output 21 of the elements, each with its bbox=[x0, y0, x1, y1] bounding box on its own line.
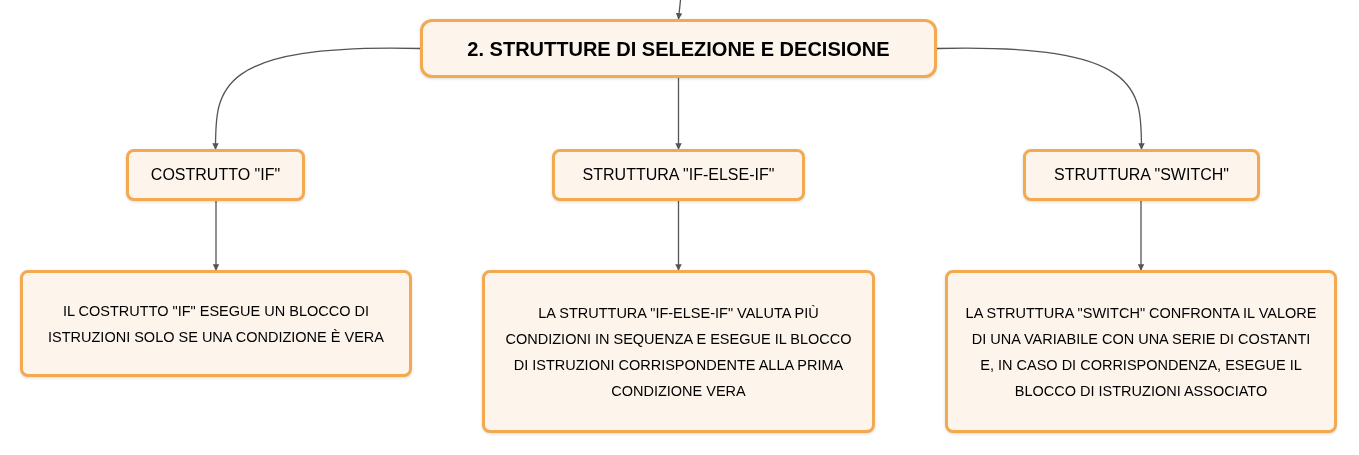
node-text: LA STRUTTURA "SWITCH" CONFRONTA IL VALORE DI UNA VARIABILE CON UNA SERIE DI COSTANTI E, IN CASO DI CORRISPONDENZA, ESEGUE IL BLOCCO DI ISTRUZIONI ASSOCIATO bbox=[964, 303, 1318, 401]
node-text: STRUTTURA "IF-ELSE-IF" bbox=[582, 165, 775, 185]
description-box bbox=[945, 270, 1337, 433]
node-text: IL COSTRUTTO "IF" ESEGUE UN BLOCCO DI ISTRUZIONI SOLO SE UNA CONDIZIONE È VERA bbox=[47, 301, 385, 347]
node-text: 2. STRUTTURE DI SELEZIONE E DECISIONE bbox=[467, 36, 890, 62]
arrow bbox=[1137, 200, 1145, 271]
arrow bbox=[675, 200, 682, 271]
arrow bbox=[212, 47, 421, 150]
topic-box bbox=[126, 149, 305, 201]
node-text: COSTRUTTO "IF" bbox=[150, 165, 281, 185]
arrow bbox=[675, 77, 682, 150]
node-text: STRUTTURA "SWITCH" bbox=[1054, 165, 1229, 185]
node-text: LA STRUTTURA "IF-ELSE-IF" VALUTA PIÙ CONDIZIONI IN SEQUENZA E ESEGUE IL BLOCCO DI ISTRUZIONI CORRISPONDENTE ALLA PRIMA CONDIZIONE VERA bbox=[504, 303, 853, 401]
title-box bbox=[420, 19, 937, 78]
topic-box bbox=[1023, 149, 1260, 201]
description-box bbox=[20, 270, 412, 377]
topic-box bbox=[552, 149, 805, 201]
description-box bbox=[482, 270, 875, 433]
arrow bbox=[212, 200, 220, 271]
arrow bbox=[936, 47, 1145, 150]
arrow bbox=[675, 0, 683, 20]
